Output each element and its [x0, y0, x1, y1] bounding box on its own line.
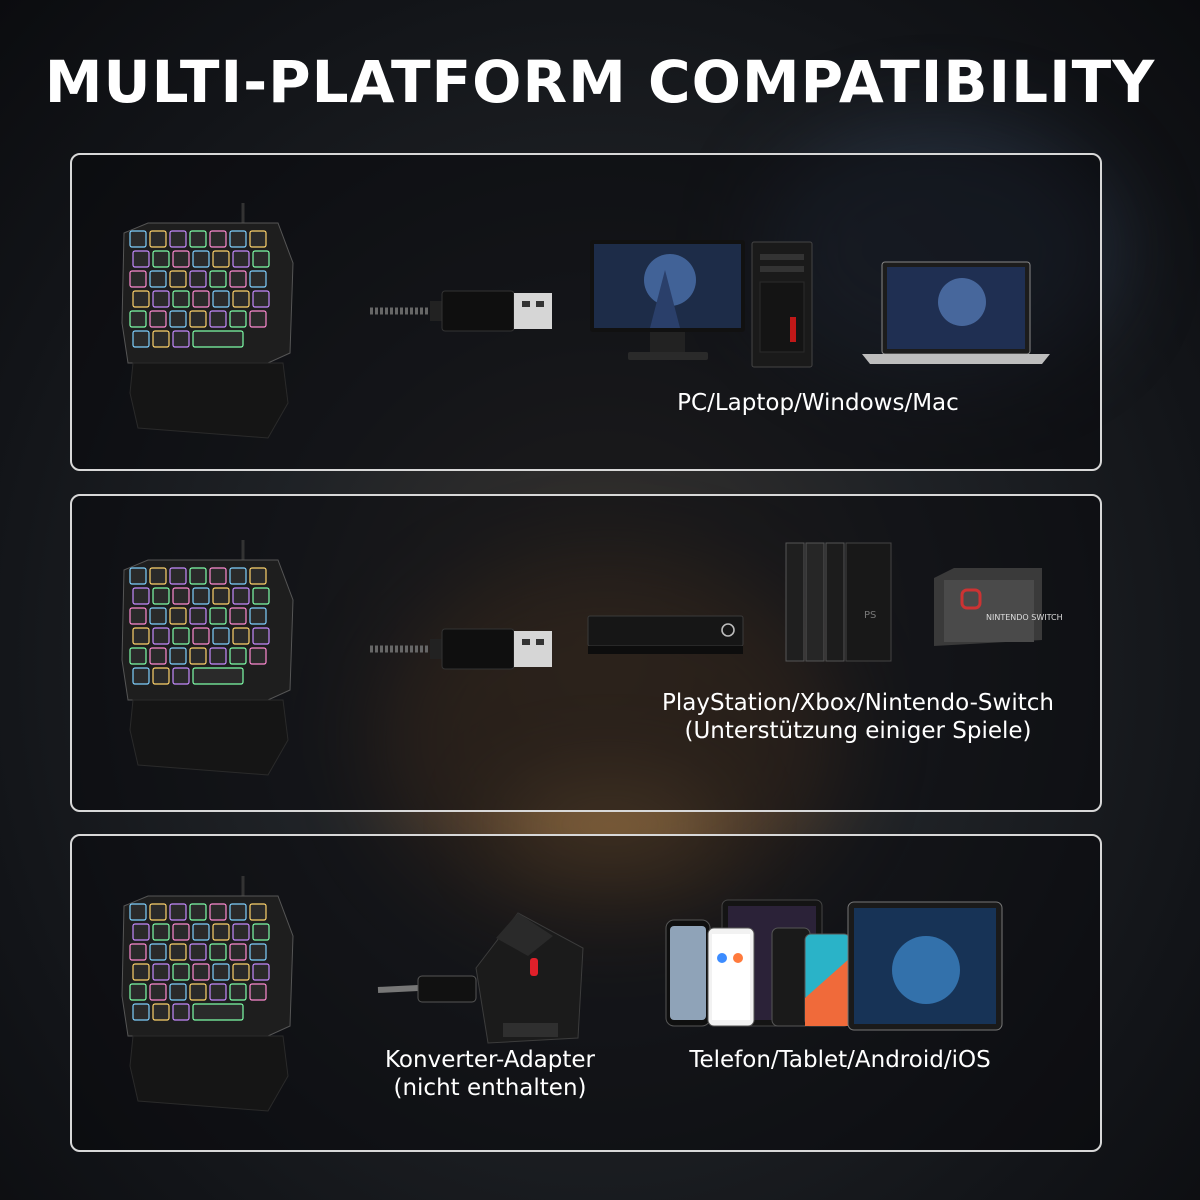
- adapter-caption-line1: Konverter-Adapter: [385, 1047, 595, 1073]
- switch-logo-text: NINTENDO SWITCH: [986, 613, 1063, 622]
- keyboard-image: [121, 540, 294, 776]
- svg-text:PS: PS: [864, 610, 876, 621]
- mobile-caption: Telefon/Tablet/Android/iOS: [689, 1047, 991, 1073]
- console-caption-line1: PlayStation/Xbox/Nintendo-Switch: [662, 690, 1054, 716]
- xbox-console-icon: [587, 615, 744, 654]
- phones-tablets-icon: [665, 899, 1003, 1031]
- playstation-console-icon: PS: [785, 542, 892, 662]
- laptop-icon: [862, 261, 1050, 364]
- page-title: MULTI-PLATFORM COMPATIBILITY: [44, 48, 1156, 116]
- keyboard-image: [121, 203, 294, 439]
- monitor-icon: [590, 240, 745, 360]
- pc-tower-icon: [751, 241, 813, 368]
- pc-caption: PC/Laptop/Windows/Mac: [677, 390, 959, 416]
- keyboard-image: [121, 876, 294, 1112]
- adapter-caption-line2: (nicht enthalten): [393, 1075, 587, 1101]
- console-caption-line2: (Unterstützung einiger Spiele): [684, 718, 1032, 744]
- converter-adapter-icon: [377, 912, 584, 1044]
- usb-connector-icon: [370, 290, 552, 332]
- usb-connector-icon: [370, 628, 552, 670]
- switch-dock-icon: NINTENDO SWITCH: [934, 568, 1063, 646]
